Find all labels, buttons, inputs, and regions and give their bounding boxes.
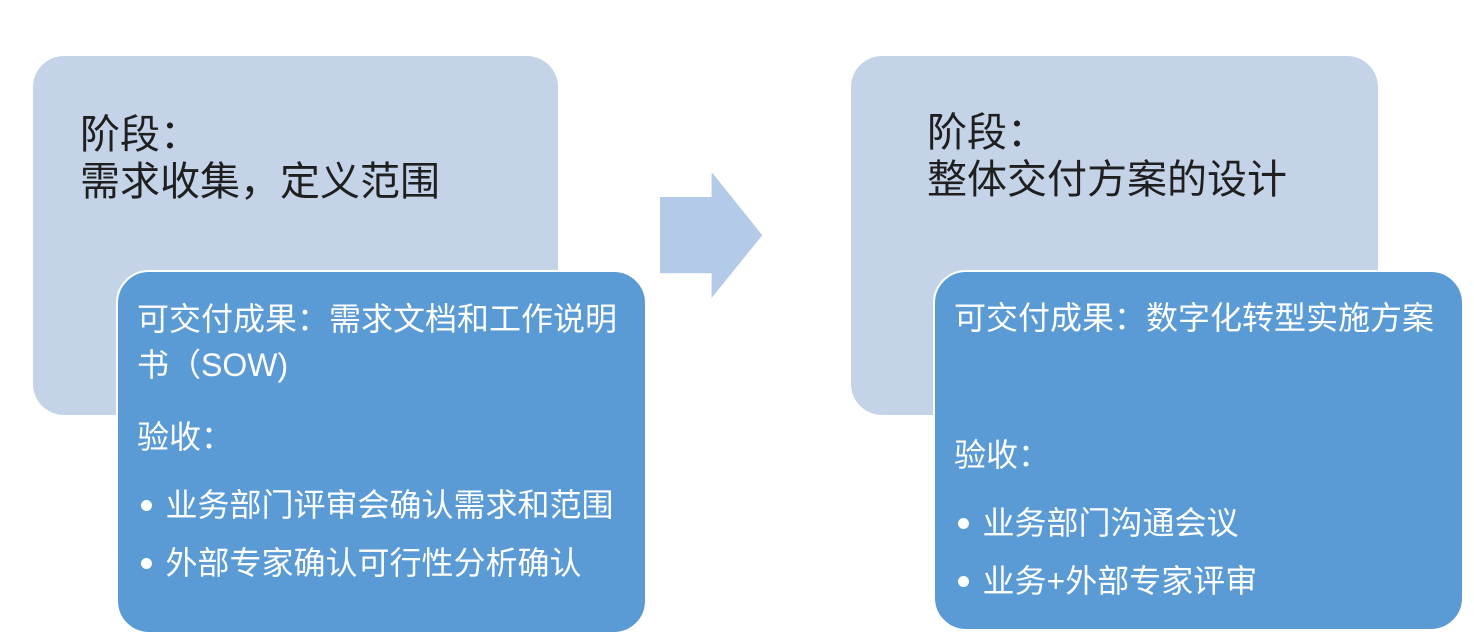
bullet-dot-icon [957,575,969,587]
detail-box-2: 可交付成果：数字化转型实施方案 验收： 业务部门沟通会议 业务+外部专家评审 [933,270,1464,631]
stage-1-bullet-1-text: 业务部门评审会确认需求和范围 [165,487,614,523]
stage-1-title-line2: 需求收集，定义范围 [80,160,440,204]
stage-1-bullet-1: 业务部门评审会确认需求和范围 [137,482,635,528]
bullet-dot-icon [140,557,152,569]
stage-title-2: 阶段：整体交付方案的设计 [927,110,1287,204]
stage-1-acceptance-label: 验收： [137,419,234,455]
detail-box-1: 可交付成果：需求文档和工作说明书（SOW) 验收： 业务部门评审会确认需求和范围… [116,270,647,634]
bullet-dot-icon [140,499,152,511]
stage-2-bullet-1: 业务部门沟通会议 [954,500,1452,546]
stage-1-bullet-2: 外部专家确认可行性分析确认 [137,540,635,586]
stage-2-title-line2: 整体交付方案的设计 [927,158,1287,202]
stage-2-deliverable: 可交付成果：数字化转型实施方案 [954,300,1435,336]
stage-1-deliverable: 可交付成果：需求文档和工作说明书（SOW) [137,301,618,383]
right-arrow-icon [660,172,763,298]
stage-1-title-line1: 阶段： [80,113,200,157]
stage-title-1: 阶段：需求收集，定义范围 [80,112,440,206]
stage-2-bullet-2: 业务+外部专家评审 [954,558,1452,604]
stage-1-bullet-2-text: 外部专家确认可行性分析确认 [165,545,582,581]
stage-2-bullet-2-text: 业务+外部专家评审 [982,563,1258,599]
stage-2-bullet-1-text: 业务部门沟通会议 [982,505,1239,541]
stage-2-title-line1: 阶段： [927,111,1047,155]
bullet-dot-icon [957,517,969,529]
right-arrow-shape [660,172,763,298]
stage-2-acceptance-label: 验收： [954,437,1051,473]
